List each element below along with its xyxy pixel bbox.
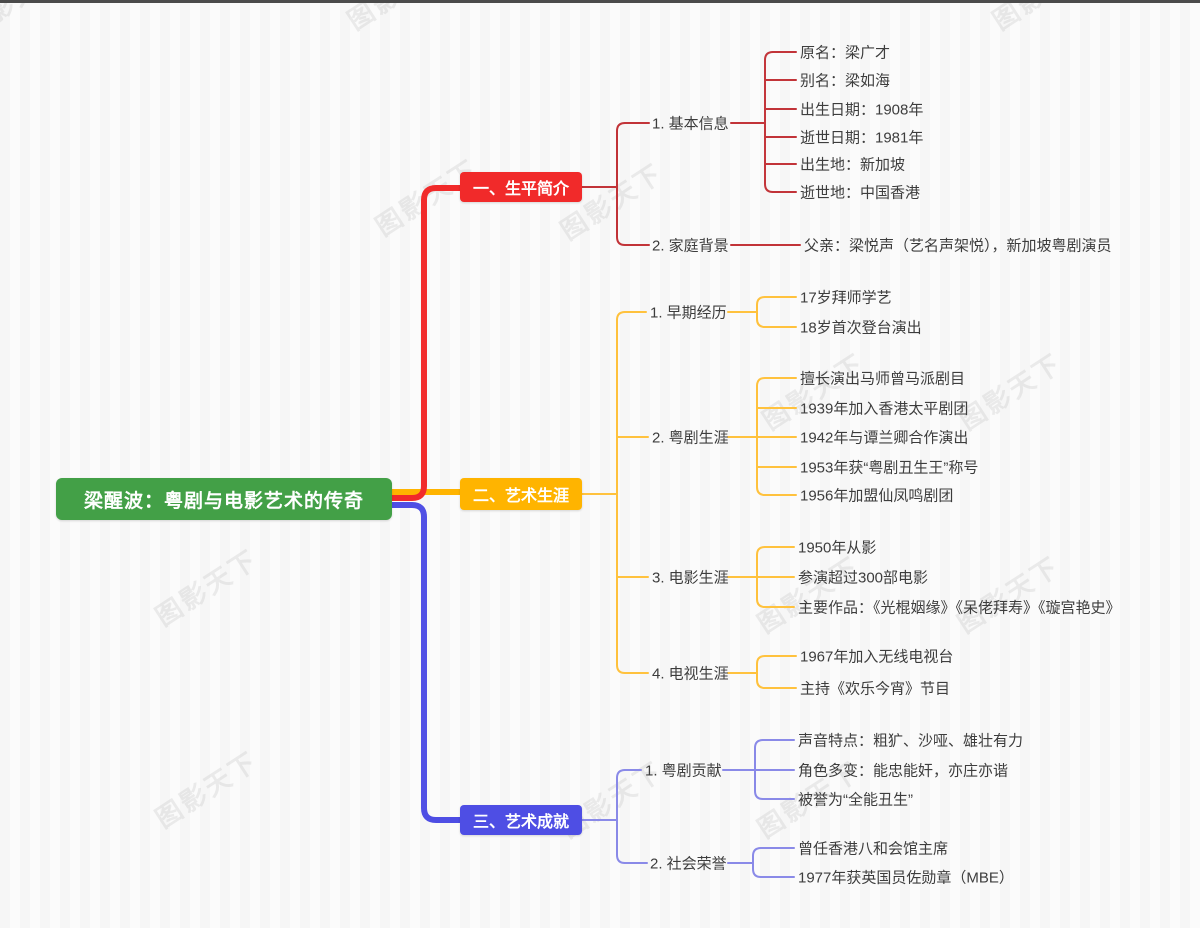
leaf-node[interactable]: 1953年获“粤剧丑生王”称号 xyxy=(800,459,979,477)
trunk-branch3 xyxy=(389,502,463,823)
branch-node-art-career[interactable]: 二、艺术生涯 xyxy=(460,478,582,510)
leaf-node[interactable]: 被誉为“全能丑生” xyxy=(798,791,913,809)
subnode-opera-career[interactable]: 2. 粤剧生涯 xyxy=(652,429,729,447)
leaf-node[interactable]: 声音特点：粗犷、沙哑、雄壮有力 xyxy=(798,732,1024,750)
leaf-node[interactable]: 擅长演出马师曾马派剧目 xyxy=(800,370,966,388)
root-node[interactable]: 梁醒波：粤剧与电影艺术的传奇 xyxy=(56,478,392,520)
subnode-opera-contribution[interactable]: 1. 粤剧贡献 xyxy=(645,762,722,780)
leaf-node[interactable]: 主持《欢乐今宵》节目 xyxy=(800,680,951,698)
leaf-node[interactable]: 出生地：新加坡 xyxy=(800,156,906,174)
leaf-node[interactable]: 主要作品：《光棍姻缘》《呆佬拜寿》《璇宫艳史》 xyxy=(798,599,1121,617)
branch-node-biography[interactable]: 一、生平简介 xyxy=(460,172,582,202)
leaf-node[interactable]: 1950年从影 xyxy=(798,539,877,557)
leaf-node[interactable]: 角色多变：能忠能奸，亦庄亦谐 xyxy=(798,762,1009,780)
trunk-branch1 xyxy=(389,185,463,501)
subnode-tv-career[interactable]: 4. 电视生涯 xyxy=(652,665,729,683)
branch-node-achievements[interactable]: 三、艺术成就 xyxy=(460,805,582,835)
leaf-node[interactable]: 逝世地：中国香港 xyxy=(800,184,921,202)
leaf-node[interactable]: 17岁拜师学艺 xyxy=(800,289,892,307)
leaf-node[interactable]: 别名：梁如海 xyxy=(800,72,891,90)
leaf-node[interactable]: 1956年加盟仙凤鸣剧团 xyxy=(800,487,954,505)
leaf-node[interactable]: 18岁首次登台演出 xyxy=(800,319,922,337)
subnode-early-experience[interactable]: 1. 早期经历 xyxy=(650,304,727,322)
leaf-node[interactable]: 1942年与谭兰卿合作演出 xyxy=(800,429,969,447)
leaf-node[interactable]: 1939年加入香港太平剧团 xyxy=(800,400,969,418)
leaf-node[interactable]: 出生日期：1908年 xyxy=(800,101,924,119)
leaf-node[interactable]: 原名：梁广才 xyxy=(800,44,891,62)
leaf-node[interactable]: 1977年获英国员佐勋章（MBE） xyxy=(798,869,1014,887)
subnode-family-background[interactable]: 2. 家庭背景 xyxy=(652,237,729,255)
subnode-social-honors[interactable]: 2. 社会荣誉 xyxy=(650,855,727,873)
window-top-edge xyxy=(0,0,1200,3)
subnode-basic-info[interactable]: 1. 基本信息 xyxy=(652,115,729,133)
leaf-node[interactable]: 1967年加入无线电视台 xyxy=(800,648,954,666)
leaf-node[interactable]: 曾任香港八和会馆主席 xyxy=(798,840,949,858)
leaf-node[interactable]: 参演超过300部电影 xyxy=(798,569,929,587)
subnode-film-career[interactable]: 3. 电影生涯 xyxy=(652,569,729,587)
leaf-node[interactable]: 逝世日期：1981年 xyxy=(800,129,924,147)
leaf-node[interactable]: 父亲：梁悦声（艺名声架悦），新加坡粤剧演员 xyxy=(804,237,1112,255)
